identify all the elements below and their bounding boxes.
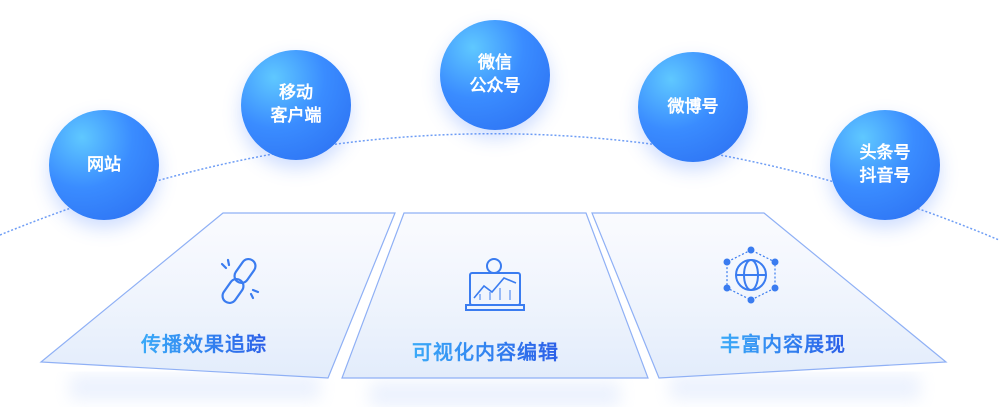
feature-label-visual-edit: 可视化内容编辑 — [412, 336, 559, 365]
connection-arc — [0, 133, 999, 241]
feature-panel-1 — [39, 212, 396, 379]
channel-label: 客户端 — [270, 106, 322, 126]
channel-label: 公众号 — [469, 76, 521, 96]
broken-link-icon — [220, 257, 260, 305]
channel-label: 移动 — [279, 83, 313, 103]
laptop-chart-icon — [465, 258, 525, 311]
feature-label-tracking: 传播效果追踪 — [141, 328, 267, 357]
channel-mobile-client: 移动客户端 — [241, 50, 351, 160]
channel-label: 微博号 — [667, 96, 719, 117]
channel-label: 网站 — [87, 154, 121, 175]
channel-toutiao-douyin: 头条号抖音号 — [830, 110, 940, 220]
feature-panel-3 — [591, 212, 948, 379]
channel-label: 微信 — [478, 53, 512, 73]
channel-website: 网站 — [49, 110, 159, 220]
feature-panel-2 — [341, 212, 649, 379]
globe-network-icon — [723, 246, 779, 304]
channel-label: 抖音号 — [859, 166, 911, 186]
channel-wechat-official: 微信公众号 — [440, 20, 550, 130]
feature-label-rich-content: 丰富内容展现 — [720, 328, 846, 357]
channel-weibo: 微博号 — [638, 52, 748, 162]
channel-label: 头条号 — [859, 143, 911, 163]
